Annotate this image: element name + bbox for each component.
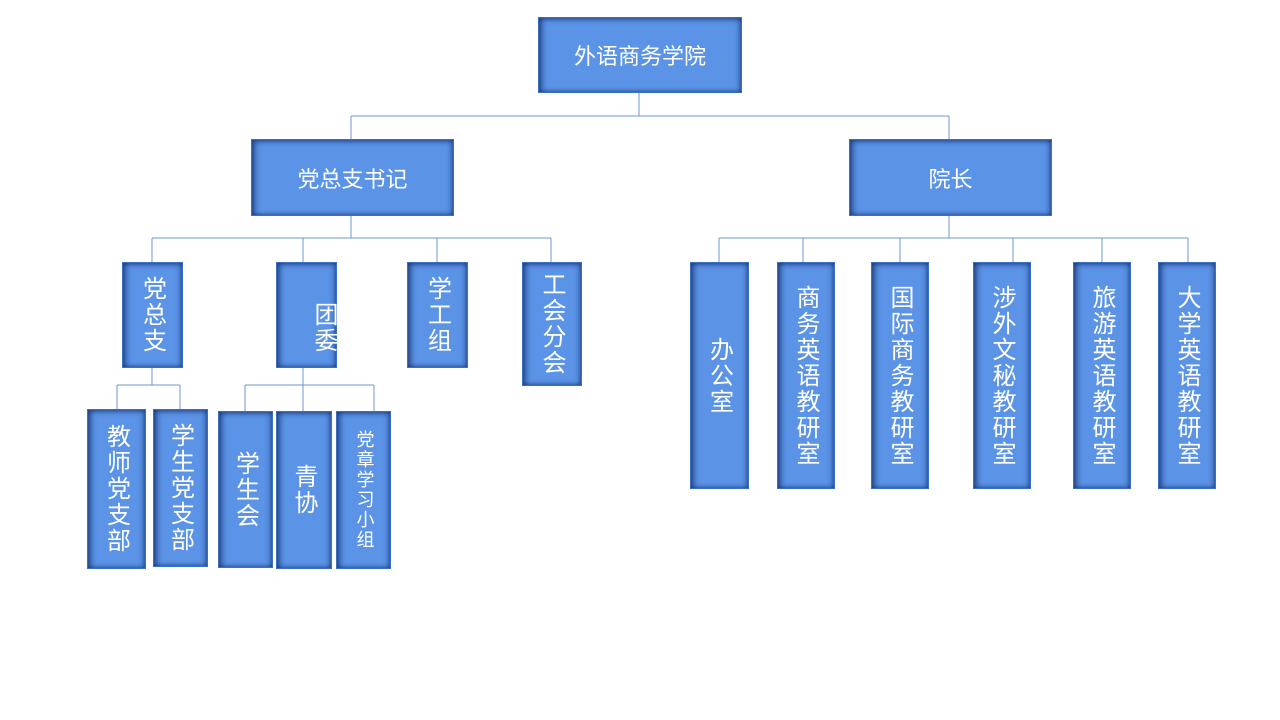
node-union-branch: 工会分会 [522, 262, 582, 386]
dean-label: 院长 [928, 167, 973, 193]
volunteer-association-label: 青协 [290, 464, 318, 516]
student-party-branch-label: 学生党支部 [166, 423, 195, 553]
node-volunteer-association: 青协 [276, 411, 332, 569]
root-node: 外语商务学院 [538, 17, 742, 93]
node-party-branch: 党总支 [122, 262, 183, 368]
student-union-label: 学生会 [231, 450, 260, 529]
party-secretary-label: 党总支书记 [297, 167, 408, 193]
node-office: 办公室 [690, 262, 749, 489]
intl-business-dept-label: 国际商务教研室 [886, 284, 914, 467]
college-english-dept-label: 大学英语教研室 [1173, 284, 1201, 467]
node-youth-league: 团委 [276, 262, 338, 368]
node-student-union: 学生会 [218, 411, 273, 568]
tourism-english-dept-label: 旅游英语教研室 [1088, 284, 1116, 467]
party-study-group-label: 党章学习小组 [353, 430, 375, 550]
party-branch-label: 党总支 [138, 276, 167, 354]
foreign-secretary-dept-label: 涉外文秘教研室 [988, 284, 1016, 467]
node-student-party-branch: 学生党支部 [153, 409, 208, 567]
node-business-english-dept: 商务英语教研室 [777, 262, 835, 489]
business-english-dept-label: 商务英语教研室 [792, 284, 820, 467]
office-label: 办公室 [705, 336, 734, 415]
node-teacher-party-branch: 教师党支部 [87, 409, 146, 569]
node-college-english-dept: 大学英语教研室 [1158, 262, 1216, 489]
student-affairs-label: 学工组 [423, 276, 452, 354]
youth-league-label: 团委 [310, 302, 338, 354]
node-tourism-english-dept: 旅游英语教研室 [1073, 262, 1131, 489]
node-intl-business-dept: 国际商务教研室 [871, 262, 929, 489]
node-party-secretary: 党总支书记 [251, 139, 454, 216]
node-student-affairs: 学工组 [407, 262, 468, 368]
union-branch-label: 工会分会 [538, 272, 566, 376]
node-dean: 院长 [849, 139, 1052, 216]
node-party-study-group: 党章学习小组 [336, 411, 391, 569]
node-foreign-secretary-dept: 涉外文秘教研室 [973, 262, 1031, 489]
teacher-party-branch-label: 教师党支部 [102, 424, 131, 554]
root-label: 外语商务学院 [573, 45, 706, 70]
